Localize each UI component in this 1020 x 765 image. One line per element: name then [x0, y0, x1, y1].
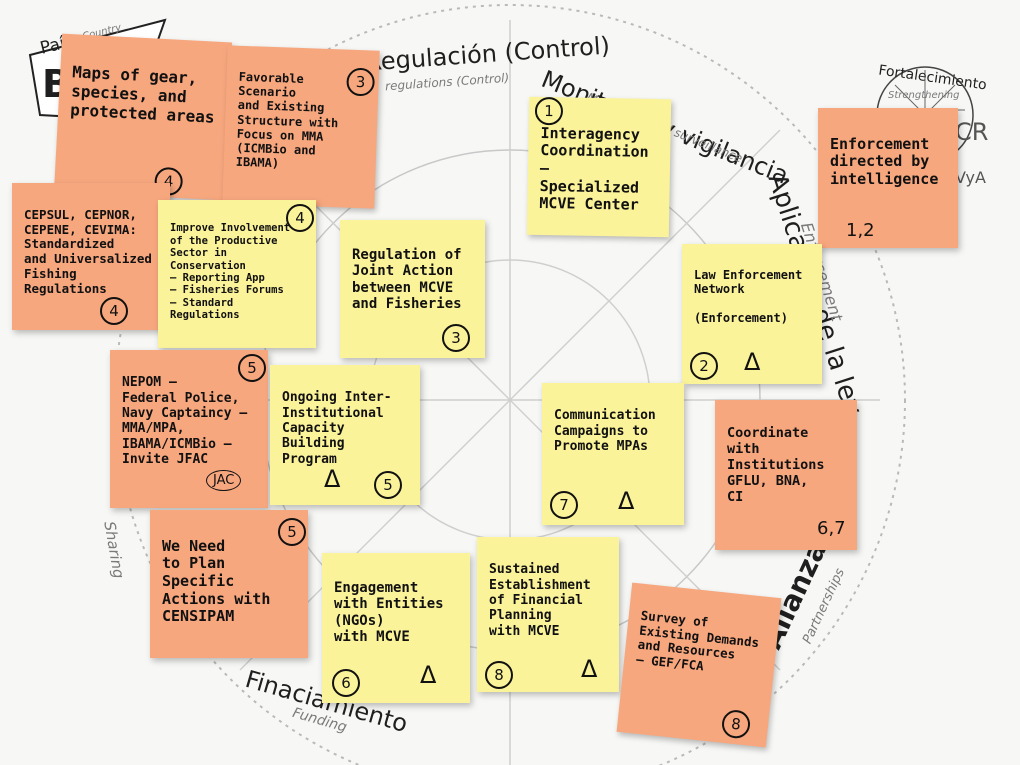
note-survey-text: Survey of Existing Demands and Resources… — [635, 607, 760, 674]
note-nepom-tag: JAC — [206, 470, 242, 492]
note-improve-text: Improve Involvement of the Productive Se… — [170, 222, 291, 321]
note-engagement-number: 6 — [332, 669, 360, 697]
note-nepom: NEPOM – Federal Police, Navy Captaincy –… — [110, 350, 268, 508]
note-intelligence-number: 1,2 — [846, 220, 875, 241]
note-network-number: 2 — [690, 352, 718, 380]
note-engagement: Engagement with Entities (NGOs) with MCV… — [322, 553, 470, 703]
note-campaigns-triangle: Δ — [618, 487, 635, 515]
note-network-triangle: Δ — [744, 348, 761, 376]
note-scenario-text: Favorable Scenario and Existing Structur… — [235, 69, 339, 171]
note-coordinate-text: Coordinate with Institutions GFLU, BNA, … — [727, 424, 825, 505]
note-engagement-triangle: Δ — [420, 661, 437, 689]
note-capacity-number: 5 — [374, 471, 402, 499]
note-intelligence-text: Enforcement directed by intelligence — [830, 134, 939, 189]
note-nepom-number: 5 — [238, 354, 266, 382]
note-survey: Survey of Existing Demands and Resources… — [616, 582, 782, 748]
note-interagency-number: 1 — [534, 96, 564, 126]
note-coordinate-number: 6,7 — [817, 518, 846, 539]
note-coordinate: Coordinate with Institutions GFLU, BNA, … — [715, 400, 857, 550]
note-scenario: Favorable Scenario and Existing Structur… — [222, 45, 380, 209]
note-intelligence: Enforcement directed by intelligence 1,2 — [818, 108, 958, 248]
note-joint-number: 3 — [442, 324, 470, 352]
note-campaigns-number: 7 — [550, 491, 578, 519]
note-capacity: Ongoing Inter- Institutional Capacity Bu… — [270, 365, 420, 505]
note-joint: Regulation of Joint Action between MCVE … — [340, 220, 485, 358]
note-financial-triangle: Δ — [581, 655, 598, 683]
note-financial-text: Sustained Establishment of Financial Pla… — [489, 562, 591, 639]
note-censipam: We Need to Plan Specific Actions with CE… — [150, 510, 308, 658]
note-financial-number: 8 — [485, 661, 513, 689]
note-survey-number: 8 — [720, 708, 752, 740]
note-censipam-text: We Need to Plan Specific Actions with CE… — [162, 536, 271, 626]
note-financial: Sustained Establishment of Financial Pla… — [477, 537, 619, 692]
note-capacity-text: Ongoing Inter- Institutional Capacity Bu… — [282, 390, 392, 467]
note-maps-text: Maps of gear, species, and protected are… — [69, 62, 216, 127]
note-scenario-number: 3 — [346, 67, 376, 97]
note-network-text: Law Enforcement Network (Enforcement) — [694, 268, 803, 325]
note-cepsul-text: CEPSUL, CEPNOR, CEPENE, CEVIMA: Standard… — [24, 206, 152, 296]
note-interagency: Interagency Coordination – Specialized M… — [526, 96, 672, 238]
strengthening-acronym-2: VyA — [955, 168, 986, 187]
note-network: Law Enforcement Network (Enforcement) 2 … — [682, 244, 822, 384]
note-capacity-triangle: Δ — [324, 465, 341, 493]
note-cepsul: CEPSUL, CEPNOR, CEPENE, CEVIMA: Standard… — [12, 183, 170, 330]
note-cepsul-number: 4 — [100, 297, 128, 325]
note-nepom-text: NEPOM – Federal Police, Navy Captaincy –… — [122, 375, 248, 467]
note-joint-text: Regulation of Joint Action between MCVE … — [352, 246, 462, 313]
note-campaigns: Communication Campaigns to Promote MPAs … — [542, 383, 684, 525]
note-campaigns-text: Communication Campaigns to Promote MPAs — [554, 408, 656, 454]
note-improve-number: 4 — [286, 204, 314, 232]
strengthening-acronym: CR — [955, 118, 989, 146]
sector-strengthening-sublabel: Strengthening — [888, 90, 960, 101]
note-engagement-text: Engagement with Entities (NGOs) with MCV… — [334, 579, 444, 646]
note-interagency-text: Interagency Coordination – Specialized M… — [539, 123, 649, 215]
note-censipam-number: 5 — [278, 518, 306, 546]
note-improve: Improve Involvement of the Productive Se… — [158, 200, 316, 348]
note-maps: Maps of gear, species, and protected are… — [53, 33, 233, 201]
